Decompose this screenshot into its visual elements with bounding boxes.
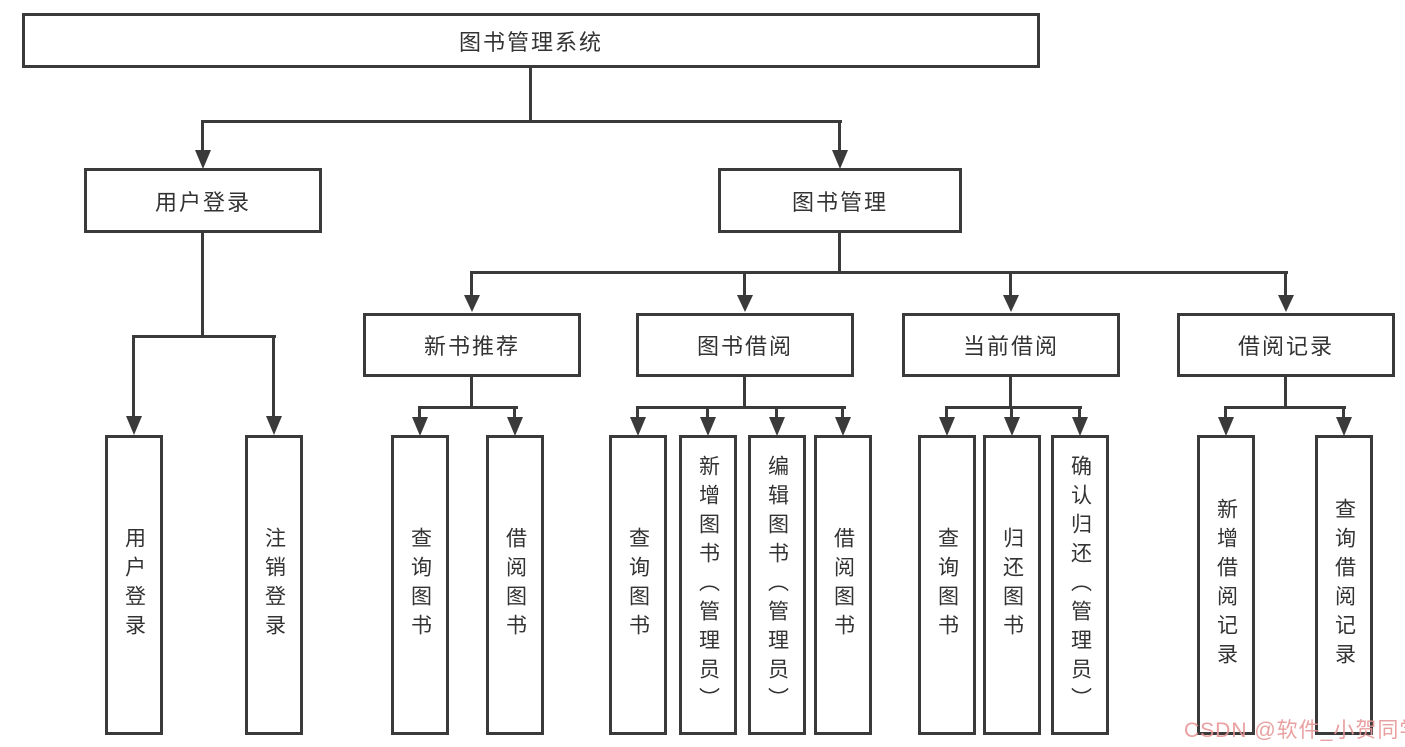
connector-drop-book-borrow: [743, 271, 746, 299]
node-new-book-recommend-label: 新书推荐: [423, 334, 520, 359]
node-book-borrow: 图书借阅: [636, 313, 854, 377]
connector-drop: [945, 406, 948, 419]
node-book-management: 图书管理: [718, 168, 962, 233]
csdn-watermark: CSDN @软件_小贺同学: [1184, 719, 1405, 742]
arrow-down-icon: [832, 150, 848, 169]
connector-drop-leaf-logout: [272, 335, 275, 417]
leaf-bb-edit-book-admin: 编辑图书（管理员）: [748, 435, 806, 735]
connector-current-borrow-stem: [1009, 377, 1012, 409]
node-new-book-recommend: 新书推荐: [363, 313, 581, 377]
arrow-down-icon: [1218, 417, 1234, 436]
connector-drop-new-book: [470, 271, 473, 299]
leaf-cb-confirm-return-admin: 确认归还（管理员）: [1051, 435, 1109, 735]
node-current-borrow: 当前借阅: [902, 313, 1120, 377]
arrow-down-icon: [507, 417, 523, 436]
arrow-down-icon: [412, 417, 428, 436]
leaf-br-query-record: 查询借阅记录: [1315, 435, 1373, 735]
arrow-down-icon: [266, 416, 282, 435]
connector-user-login-stem: [201, 233, 204, 335]
arrow-down-icon: [630, 417, 646, 436]
leaf-nb-query-books: 查询图书: [391, 435, 449, 735]
leaf-user-login: 用户登录: [105, 435, 163, 735]
connector-drop-leaf-user-login: [132, 335, 135, 417]
connector-book-borrow-rail: [636, 406, 846, 409]
node-book-borrow-label: 图书借阅: [696, 334, 793, 359]
arrow-down-icon: [126, 416, 142, 435]
connector-current-borrow-rail: [945, 406, 1082, 409]
leaf-cb-query-books: 查询图书: [918, 435, 976, 735]
connector-borrow-records-stem: [1284, 377, 1287, 409]
connector-level3-rail: [470, 271, 1288, 274]
connector-drop: [706, 406, 709, 419]
connector-book-borrow-stem: [743, 377, 746, 409]
leaf-logout-label: 注销登录: [262, 527, 286, 643]
node-borrow-records: 借阅记录: [1177, 313, 1395, 377]
connector-new-book-rail: [418, 406, 518, 409]
leaf-bb-add-book-admin-label: 新增图书（管理员）: [696, 454, 720, 716]
arrow-down-icon: [769, 417, 785, 436]
leaf-br-add-record: 新增借阅记录: [1197, 435, 1255, 735]
arrow-down-icon: [1072, 417, 1088, 436]
connector-drop: [513, 406, 516, 419]
node-user-login-label: 用户登录: [154, 189, 251, 215]
connector-drop: [1078, 406, 1081, 419]
connector-drop: [418, 406, 421, 419]
connector-level2-rail: [201, 120, 842, 123]
node-root-label: 图书管理系统: [458, 29, 603, 55]
connector-root-stem: [529, 68, 532, 122]
node-root: 图书管理系统: [22, 13, 1040, 68]
leaf-cb-return-books: 归还图书: [983, 435, 1041, 735]
connector-drop: [1342, 406, 1345, 419]
connector-drop: [1224, 406, 1227, 419]
connector-book-management-stem: [838, 233, 841, 273]
leaf-cb-confirm-return-admin-label: 确认归还（管理员）: [1068, 454, 1092, 716]
leaf-nb-borrow-books: 借阅图书: [486, 435, 544, 735]
connector-drop: [1010, 406, 1013, 419]
node-borrow-records-label: 借阅记录: [1237, 334, 1334, 359]
leaf-cb-return-books-label: 归还图书: [1000, 527, 1024, 643]
arrow-down-icon: [195, 150, 211, 169]
arrow-down-icon: [464, 295, 480, 312]
arrow-down-icon: [1003, 295, 1019, 312]
leaf-nb-query-books-label: 查询图书: [408, 527, 432, 643]
connector-drop-book-management: [838, 120, 841, 152]
connector-new-book-stem: [470, 377, 473, 409]
arrow-down-icon: [1336, 417, 1352, 436]
leaf-bb-add-book-admin: 新增图书（管理员）: [679, 435, 737, 735]
connector-drop: [775, 406, 778, 419]
connector-drop-current-borrow: [1009, 271, 1012, 299]
arrow-down-icon: [1278, 295, 1294, 312]
node-current-borrow-label: 当前借阅: [962, 334, 1059, 359]
connector-user-login-rail: [132, 335, 276, 338]
arrow-down-icon: [737, 295, 753, 312]
arrow-down-icon: [1004, 417, 1020, 436]
node-book-management-label: 图书管理: [791, 189, 888, 215]
connector-drop: [841, 406, 844, 419]
leaf-nb-borrow-books-label: 借阅图书: [503, 527, 527, 643]
arrow-down-icon: [700, 417, 716, 436]
leaf-bb-query-books: 查询图书: [609, 435, 667, 735]
leaf-bb-edit-book-admin-label: 编辑图书（管理员）: [765, 454, 789, 716]
leaf-cb-query-books-label: 查询图书: [935, 527, 959, 643]
leaf-bb-borrow-books-label: 借阅图书: [831, 527, 855, 643]
leaf-br-add-record-label: 新增借阅记录: [1214, 498, 1238, 672]
leaf-bb-borrow-books: 借阅图书: [814, 435, 872, 735]
arrow-down-icon: [835, 417, 851, 436]
leaf-br-query-record-label: 查询借阅记录: [1332, 498, 1356, 672]
connector-drop: [636, 406, 639, 419]
leaf-logout: 注销登录: [245, 435, 303, 735]
leaf-user-login-label: 用户登录: [122, 527, 146, 643]
leaf-bb-query-books-label: 查询图书: [626, 527, 650, 643]
arrow-down-icon: [939, 417, 955, 436]
connector-drop-user-login: [201, 120, 204, 152]
node-user-login: 用户登录: [84, 168, 322, 233]
connector-drop-borrow-records: [1284, 271, 1287, 299]
connector-borrow-records-rail: [1224, 406, 1346, 409]
